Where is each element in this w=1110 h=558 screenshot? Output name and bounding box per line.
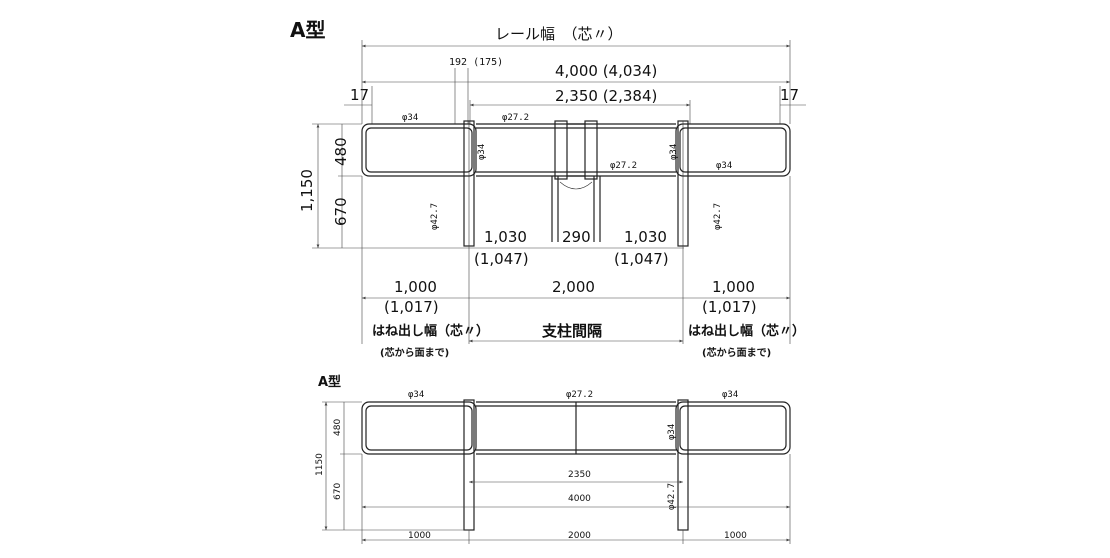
bottom-dim-2350-label: 2350 [568,470,591,480]
overhang-right-sub-label: (芯から面まで) [702,346,771,359]
phi34-label-d: φ34 [716,161,732,171]
dim-4000-label: 4,000 (4,034) [555,62,657,80]
phi427-label-b: φ42.7 [713,203,723,230]
bottom-right-rail-inner [679,405,787,451]
dim-1030-right-label: 1,030 [624,228,667,246]
dim-17-left-label: 17 [350,86,369,104]
bottom-title: A型 [318,374,341,390]
center-leg-right [593,176,601,242]
phi272-label-b: φ27.2 [610,161,637,171]
bottom-dim-1000-left-label: 1000 [408,531,431,541]
bottom-dim-1000-right-label: 1000 [724,531,747,541]
dim-480-label: 480 [332,137,350,166]
phi34-label-c: φ34 [669,144,679,160]
dim-1017-left-label: (1,017) [384,298,439,316]
center-sleeve-right [584,120,598,180]
bottom-phi34-vert-label: φ34 [667,424,677,440]
bottom-dim-480-label: 480 [333,419,343,436]
left-rail-outer [361,123,477,177]
dim-1030-left-label: 1,030 [484,228,527,246]
bottom-dim-2000-label: 2000 [568,531,591,541]
dim-1000-left-label: 1,000 [394,278,437,296]
dim-1000-right-label: 1,000 [712,278,755,296]
bottom-left-rail-outer [361,401,477,455]
post-spacing-label: 支柱間隔 [541,322,602,340]
center-leg-brace [559,181,593,190]
bottom-phi34-left-label: φ34 [408,390,424,400]
bottom-phi427-label: φ42.7 [667,483,677,510]
bottom-right-rail-outer [675,401,791,455]
center-leg-left [551,176,559,242]
bottom-phi272-label: φ27.2 [566,390,593,400]
dim-192-label: 192 (175) [449,57,503,68]
overhang-left-sub-label: (芯から面まで) [380,346,449,359]
right-rail-outer [675,123,791,177]
left-rail-inner [365,127,473,173]
bottom-phi34-right-label: φ34 [722,390,738,400]
rail-width-label: レール幅 （芯〃） [495,25,623,43]
phi34-label-a: φ34 [402,113,418,123]
dim-1150-label: 1,150 [298,169,316,212]
right-rail-inner [679,127,787,173]
bottom-left-rail-inner [365,405,473,451]
phi34-label-b: φ34 [477,144,487,160]
dim-2350-label: 2,350 (2,384) [555,87,657,105]
dim-670-label: 670 [332,197,350,226]
bottom-dim-1150-label: 1150 [315,453,325,476]
dim-2000-label: 2,000 [552,278,595,296]
overhang-right-label: はね出し幅（芯〃） [688,323,805,339]
dim-1017-right-label: (1,017) [702,298,757,316]
dim-290-label: 290 [562,228,591,246]
dim-17-right-label: 17 [780,86,799,104]
dim-1047-right-label: (1,047) [614,250,669,268]
dim-1047-left-label: (1,047) [474,250,529,268]
bottom-dim-4000-label: 4000 [568,494,591,504]
phi427-label-a: φ42.7 [430,203,440,230]
bottom-dim-670-label: 670 [333,483,343,500]
overhang-left-label: はね出し幅（芯〃） [372,323,489,339]
center-sleeve-left [554,120,568,180]
top-title: A型 [290,18,325,42]
phi272-label-a: φ27.2 [502,113,529,123]
